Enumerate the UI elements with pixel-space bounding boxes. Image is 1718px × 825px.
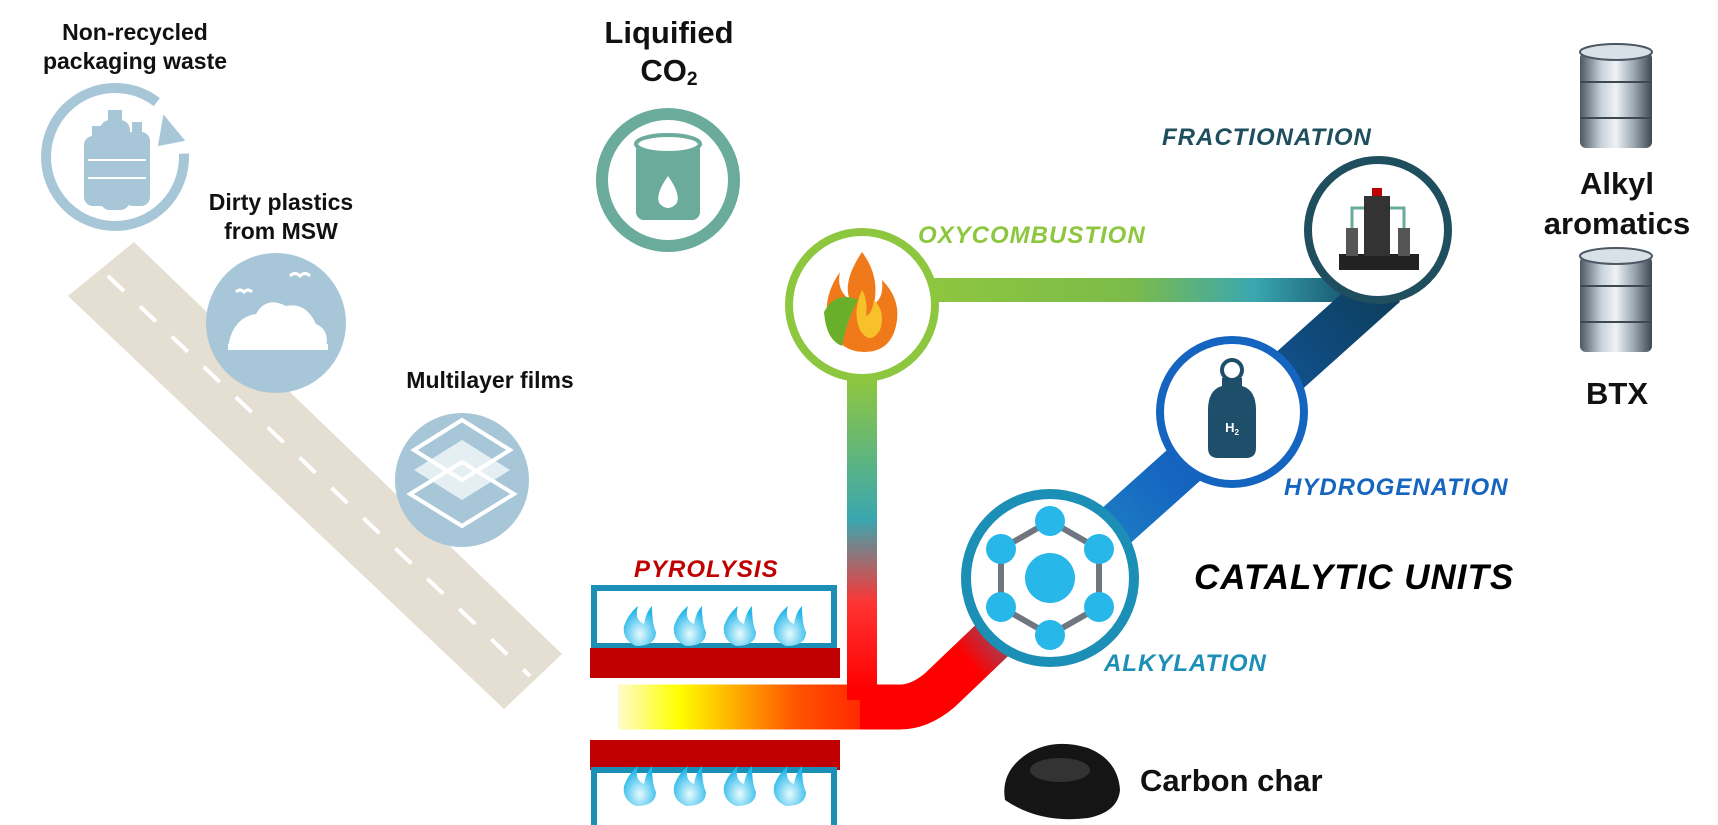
label-oxycombustion: OXYCOMBUSTION [918, 222, 1146, 249]
btx-barrel-icon [1579, 247, 1653, 352]
flow-pipes [618, 268, 1401, 730]
label-fractionation: FRACTIONATION [1162, 124, 1372, 151]
hydrogenation-node: H2 [1156, 336, 1308, 488]
label-catalytic-units: CATALYTIC UNITS [1194, 558, 1515, 597]
dirty-plastics-icon [206, 253, 346, 393]
carbon-char-pile-icon [1004, 743, 1120, 820]
label-multilayer-films: Multilayer films [406, 367, 574, 393]
alkyl-line1: Alkyl [1579, 166, 1655, 201]
label-dirty-plastics: Dirty plastics from MSW [208, 189, 354, 244]
label-alkyl-aromatics: Alkyl aromatics [1520, 164, 1714, 244]
label-liquified-co2: Liquified CO2 [584, 14, 754, 99]
label-hydrogenation: HYDROGENATION [1284, 474, 1509, 501]
alkylation-node [961, 489, 1139, 667]
label-btx: BTX [1586, 376, 1648, 411]
svg-text:H2: H2 [1225, 420, 1239, 437]
co2-line2: CO2 [640, 53, 698, 91]
multilayer-films-icon [395, 413, 529, 547]
h2-sub: 2 [1234, 428, 1239, 437]
oxycombustion-node [785, 228, 939, 382]
alkyl-line2: aromatics [1543, 206, 1691, 241]
label-carbon-char: Carbon char [1140, 763, 1323, 798]
h2-label: H [1225, 420, 1234, 435]
pyrolysis-reactor [590, 585, 840, 825]
co2-tank-icon [596, 108, 740, 252]
fractionation-node [1304, 156, 1452, 304]
label-pyrolysis: PYROLYSIS [634, 556, 779, 583]
bottles-recycle-icon [41, 83, 189, 231]
conveyor-belt [68, 242, 562, 709]
label-non-recycled-waste: Non-recycled packaging waste [42, 19, 228, 74]
alkyl-aromatics-barrel-icon [1579, 43, 1653, 148]
label-alkylation: ALKYLATION [1104, 650, 1267, 677]
burner-flames [623, 606, 806, 806]
co2-line1: Liquified [604, 15, 734, 50]
